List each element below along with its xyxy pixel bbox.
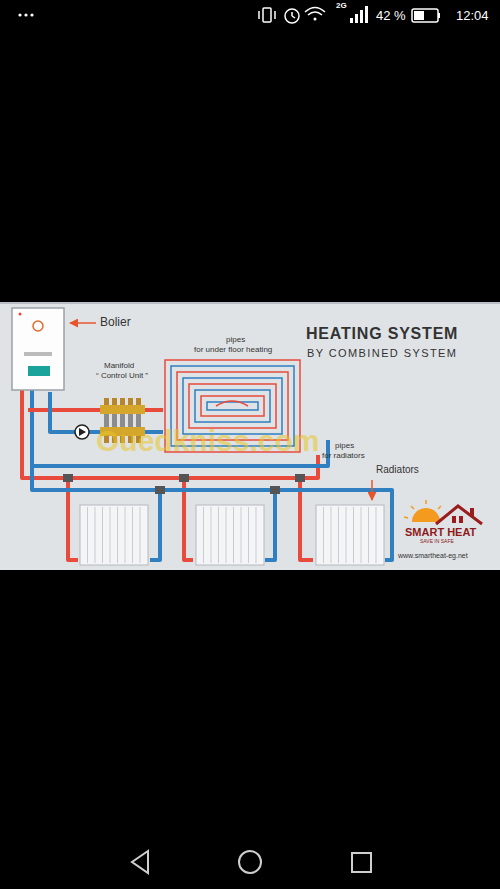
nav-buttons (132, 851, 371, 873)
diagram-panel (0, 302, 500, 570)
label: 2G (336, 2, 347, 11)
smart-heat-logo (404, 500, 482, 524)
label: for radiators (322, 452, 365, 461)
label: BY COMBINED SYSTEM (307, 347, 457, 359)
label: SMART HEAT (405, 526, 476, 538)
diagram-title: HEATING SYSTEM (306, 325, 458, 343)
label: for under floor heating (194, 346, 272, 355)
label: 42 % (376, 9, 406, 23)
label: Ouedkniss.com (96, 424, 319, 457)
pump (75, 425, 89, 439)
label: “ Control Unit ” (96, 372, 148, 381)
label: SAVE IN SAFE (420, 539, 454, 545)
label: Radiators (376, 464, 419, 475)
label: pipes (335, 442, 354, 451)
label: Manifold (104, 362, 134, 371)
boiler (12, 308, 64, 390)
radiators (80, 505, 384, 565)
label: Bolier (100, 316, 131, 329)
label: pipes (226, 336, 245, 345)
status-icons (18, 6, 440, 23)
label: 12:04 (456, 9, 489, 23)
label: www.smartheat-eg.net (398, 552, 468, 560)
